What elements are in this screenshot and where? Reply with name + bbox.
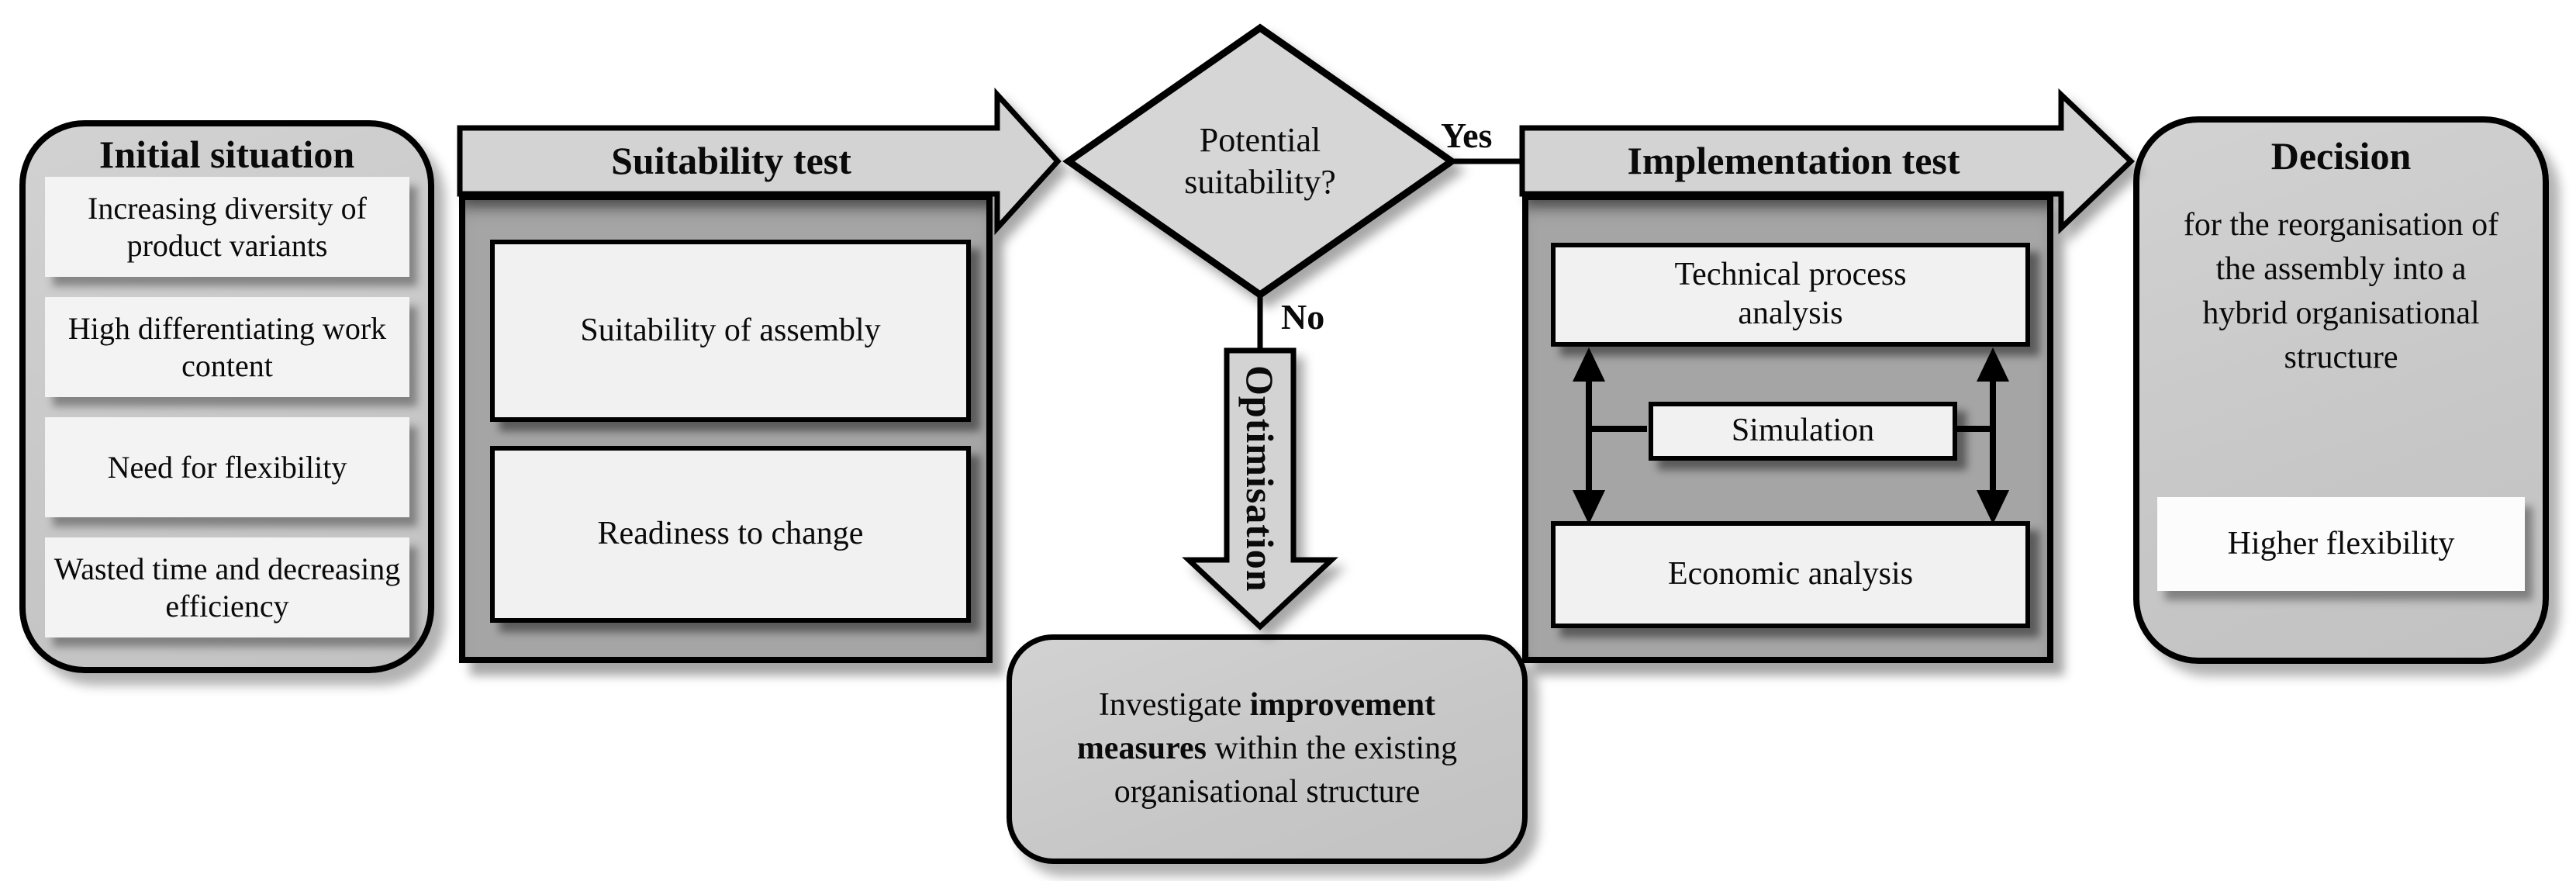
higher-flexibility-box: Higher flexibility — [2157, 497, 2525, 591]
right-double-arrow — [1956, 347, 2009, 524]
suitability-of-assembly-label: Suitability of assembly — [580, 312, 881, 348]
initial-item-label: Wasted time and decreasing efficiency — [54, 551, 401, 624]
initial-item: Wasted time and decreasing efficiency — [45, 537, 409, 637]
decision-title: Decision — [2270, 134, 2412, 178]
note-prefix: Investigate — [1098, 687, 1250, 724]
readiness-to-change-box: Readiness to change — [490, 446, 971, 623]
no-label: No — [1281, 297, 1325, 337]
readiness-to-change-label: Readiness to change — [597, 516, 864, 552]
initial-item-label: Need for flexibility — [107, 449, 347, 485]
higher-flexibility-label: Higher flexibility — [2227, 525, 2455, 561]
implementation-banner-label: Implementation test — [1627, 139, 1960, 182]
suitability-banner-arrow — [457, 87, 1062, 236]
note-bold: improvement measures — [1076, 687, 1436, 767]
note-suffix: within the existing organisational struc… — [1114, 731, 1458, 810]
implementation-banner-arrow — [1519, 88, 2136, 235]
simulation-label: Simulation — [1731, 413, 1875, 449]
optimisation-note-panel — [1007, 634, 1528, 864]
left-double-arrow — [1573, 347, 1647, 524]
economic-analysis-box: Economic analysis — [1551, 521, 2030, 628]
technical-process-analysis-box: Technical process analysis — [1551, 243, 2030, 347]
decision-body-text: for the reorganisation of the assembly i… — [2183, 207, 2499, 376]
technical-process-analysis-label: Technical process analysis — [1674, 257, 1907, 331]
simulation-box: Simulation — [1649, 402, 1957, 461]
initial-situation-title: Initial situation — [98, 133, 355, 176]
decision-diamond-shape — [1062, 23, 1458, 299]
yes-label: Yes — [1441, 116, 1493, 155]
optimisation-note-text: Investigate improvement measures within … — [1007, 634, 1528, 864]
optimisation-arrow-shape — [1182, 347, 1338, 631]
initial-item: Need for flexibility — [45, 417, 409, 517]
initial-item-label: Increasing diversity of product variants — [88, 191, 367, 263]
initial-item: Increasing diversity of product variants — [45, 177, 409, 277]
initial-item-label: High differentiating work content — [67, 311, 387, 383]
diamond-question-text: Potential suitability? — [1184, 121, 1336, 201]
diamond-question-label: Potential suitability? — [1128, 113, 1392, 209]
economic-analysis-label: Economic analysis — [1667, 556, 1914, 593]
suitability-banner-label: Suitability test — [611, 139, 851, 182]
suitability-of-assembly-box: Suitability of assembly — [490, 240, 971, 422]
optimisation-arrow-label: Optimisation — [1238, 364, 1282, 593]
initial-item: High differentiating work content — [45, 297, 409, 397]
